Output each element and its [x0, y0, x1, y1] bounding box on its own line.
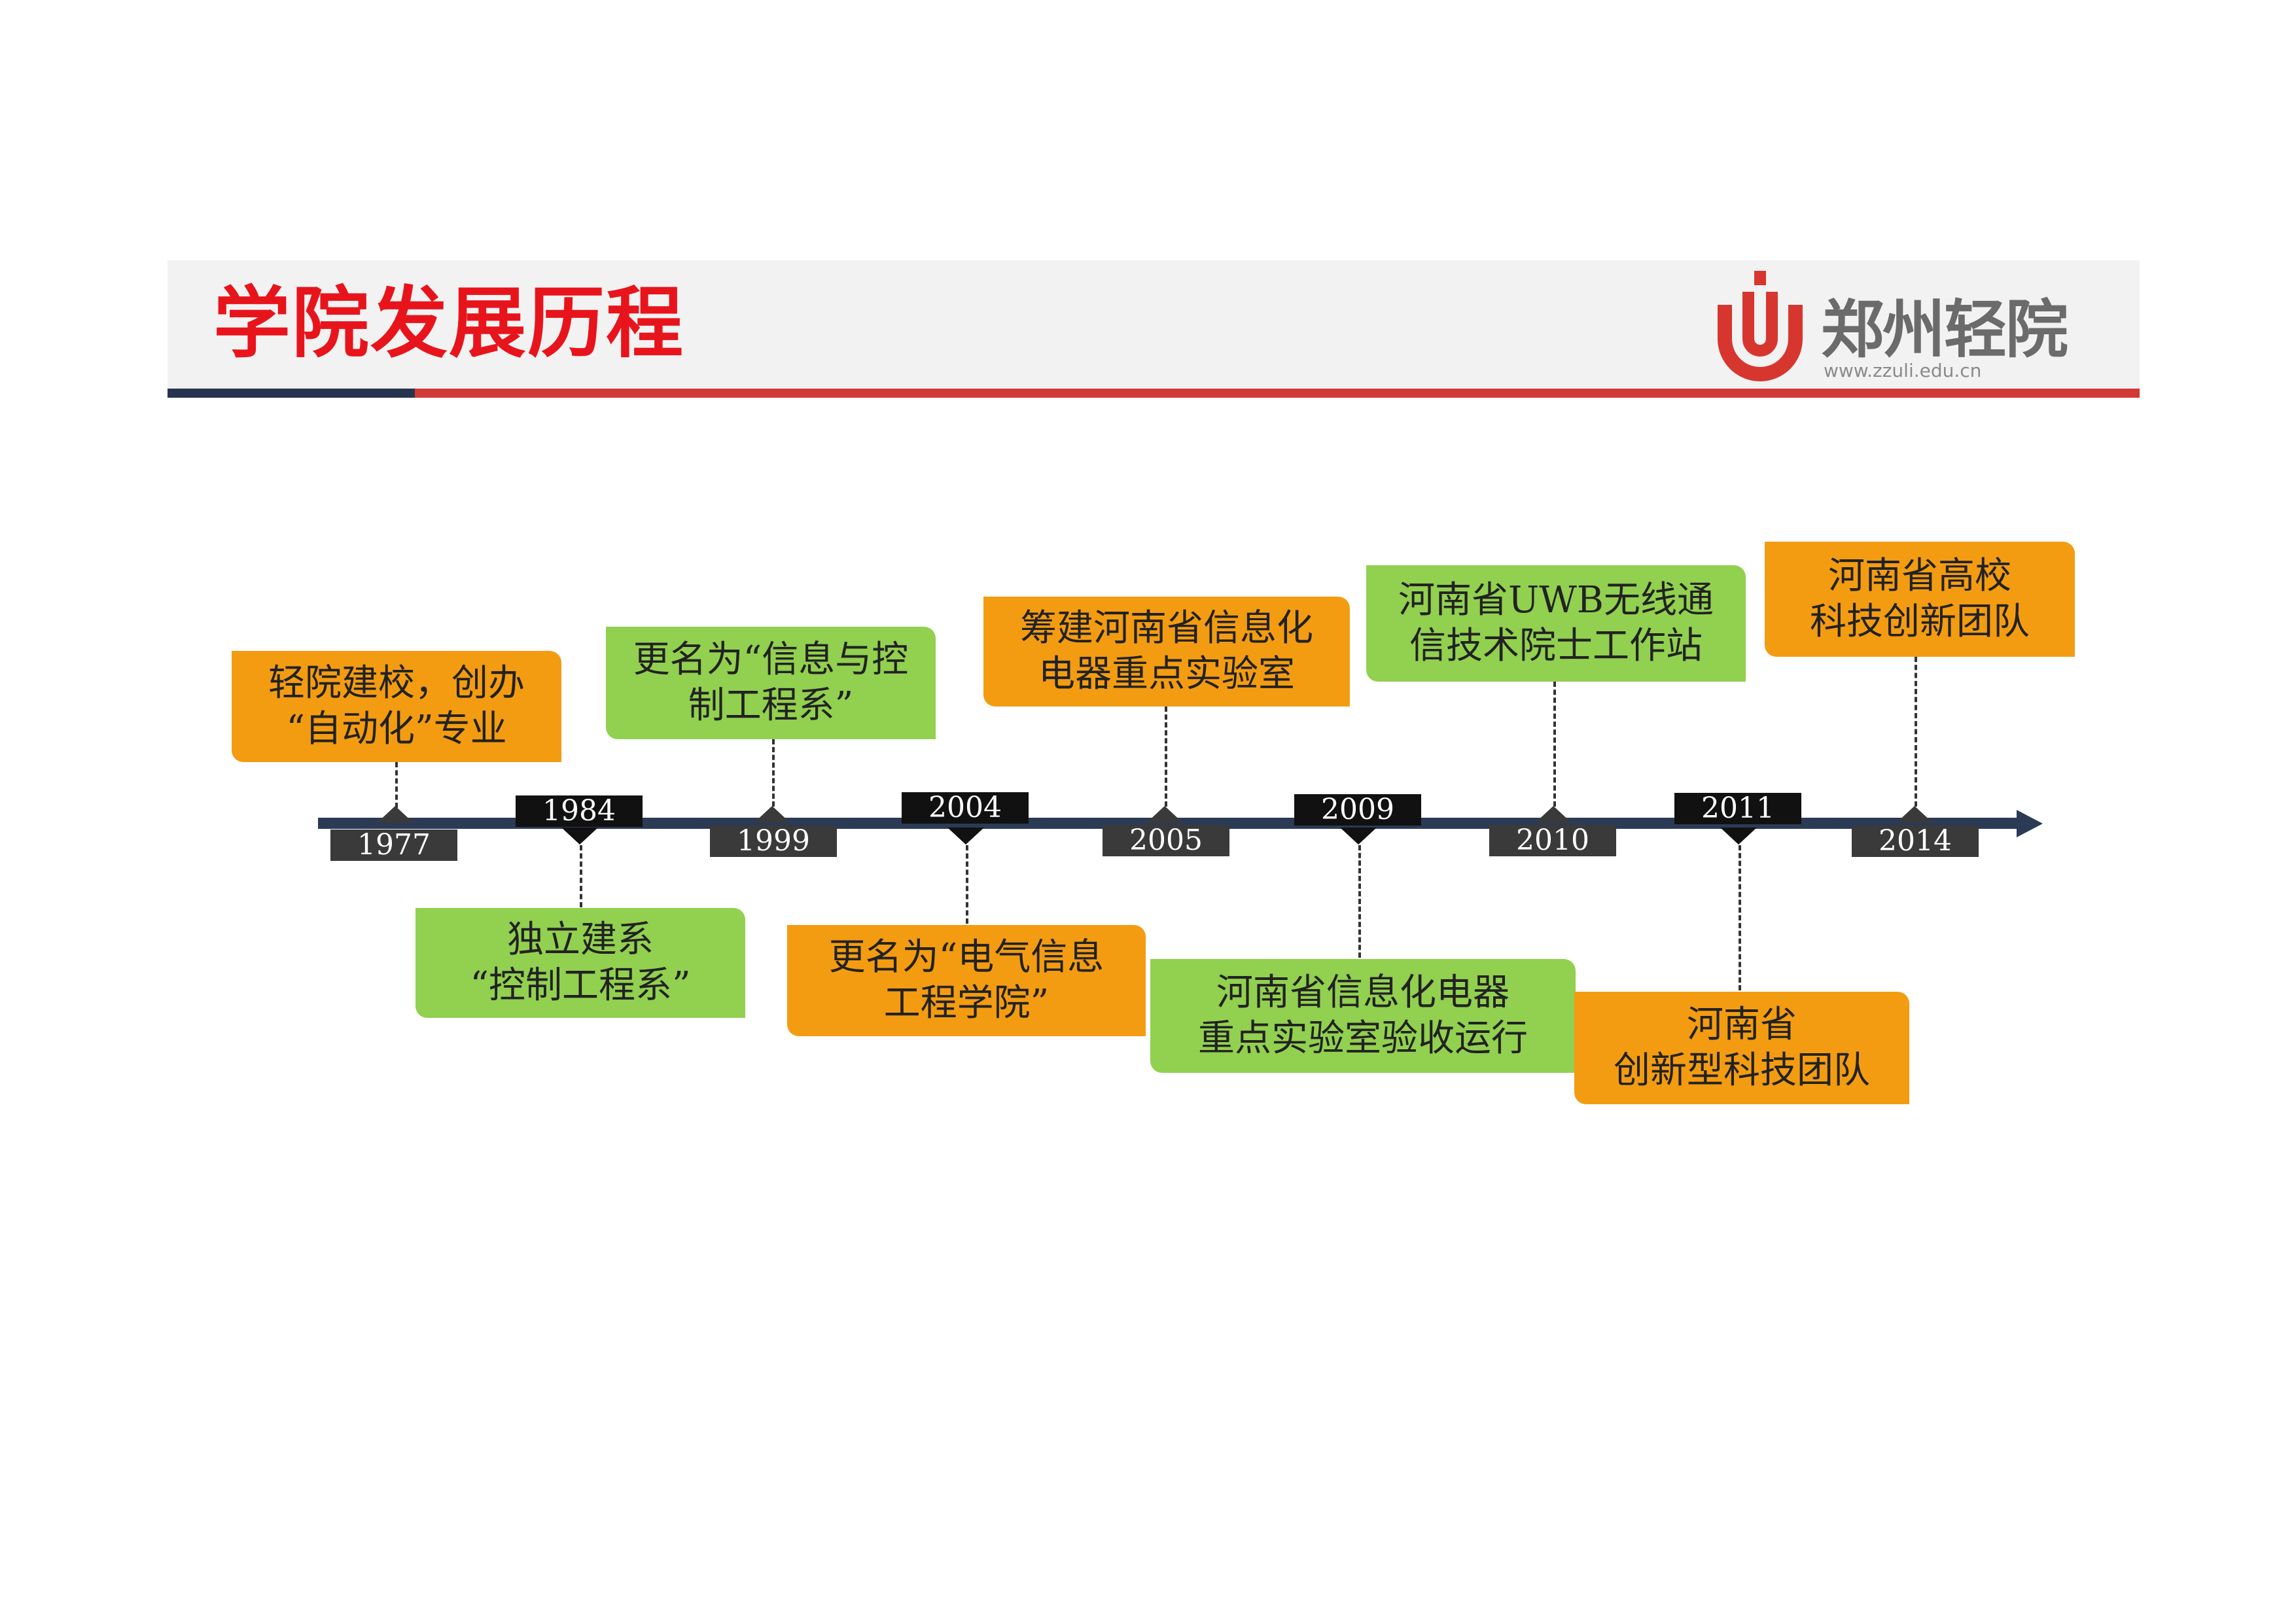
tick-2014 — [1896, 806, 1933, 823]
year-1984: 1984 — [516, 795, 643, 827]
event-2005: 筹建河南省信息化 电器重点实验室 — [983, 597, 1350, 707]
logo-url: www.zzuli.edu.cn — [1824, 360, 1982, 381]
year-2011: 2011 — [1674, 793, 1801, 824]
connector-1999 — [772, 739, 775, 807]
year-2010: 2010 — [1489, 825, 1616, 856]
tick-1977 — [377, 806, 414, 823]
year-2004: 2004 — [902, 792, 1029, 824]
logo: 郑州轻院 www.zzuli.edu.cn — [1704, 266, 2068, 387]
event-1984: 独立建系 “控制工程系” — [415, 908, 745, 1018]
university-emblem-icon — [1718, 271, 1803, 381]
event-2011: 河南省 创新型科技团队 — [1574, 992, 1909, 1104]
connector-2004 — [966, 845, 968, 924]
year-2014: 2014 — [1852, 826, 1979, 857]
tick-1999 — [754, 806, 790, 823]
tick-1984 — [561, 828, 598, 845]
event-2014: 河南省高校 科技创新团队 — [1765, 542, 2075, 657]
connector-1977 — [395, 762, 398, 808]
tick-2004 — [947, 828, 984, 845]
connector-1984 — [580, 845, 582, 907]
event-1999: 更名为“信息与控 制工程系” — [606, 627, 936, 739]
page-title: 学院发展历程 — [213, 277, 685, 368]
event-2004: 更名为“电气信息 工程学院” — [787, 925, 1146, 1036]
year-2005: 2005 — [1103, 825, 1229, 856]
tick-2009 — [1340, 828, 1377, 845]
header-band — [168, 260, 2140, 389]
connector-2014 — [1915, 657, 1917, 807]
connector-2009 — [1358, 845, 1361, 958]
connector-2005 — [1165, 707, 1167, 807]
year-1999: 1999 — [710, 826, 837, 857]
year-2009: 2009 — [1294, 794, 1421, 826]
timeline-arrow-icon — [2017, 810, 2043, 837]
tick-2010 — [1535, 806, 1572, 823]
event-2010: 河南省UWB无线通 信技术院士工作站 — [1366, 565, 1746, 682]
event-2009: 河南省信息化电器 重点实验室验收运行 — [1150, 959, 1576, 1073]
event-1977: 轻院建校，创办 “自动化”专业 — [232, 651, 561, 762]
header-rule-dark — [168, 389, 415, 398]
tick-2005 — [1146, 806, 1183, 823]
connector-2010 — [1553, 682, 1556, 807]
logo-name: 郑州轻院 — [1821, 293, 2068, 366]
tick-2011 — [1720, 828, 1757, 845]
header-rule-red — [415, 389, 2140, 398]
connector-2011 — [1739, 845, 1741, 990]
year-1977: 1977 — [330, 829, 457, 861]
